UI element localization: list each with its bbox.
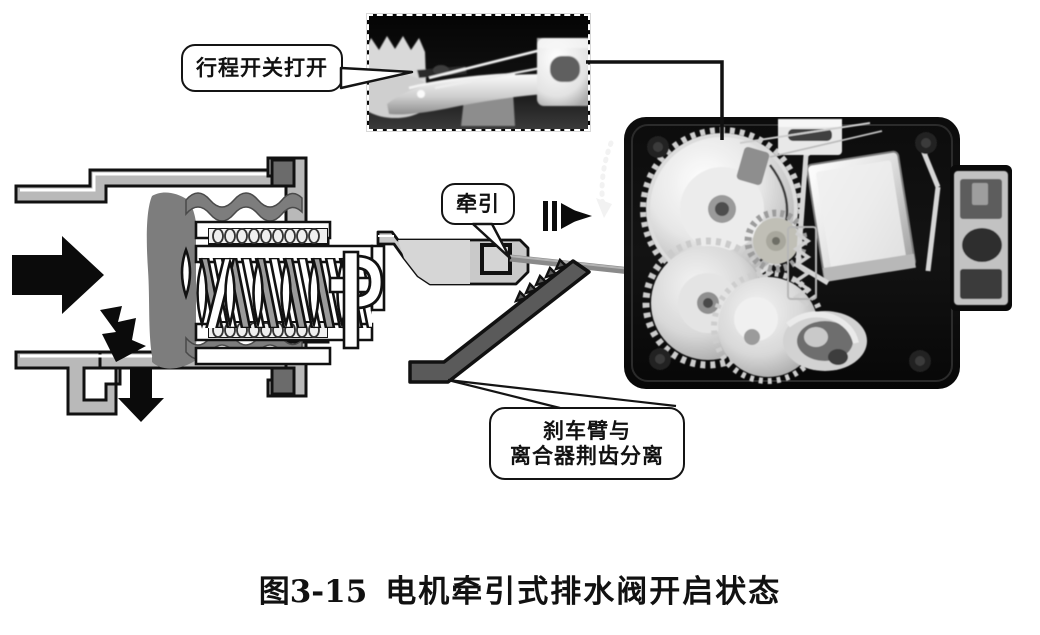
inlet-flow-arrow [12,236,104,314]
terminal-block [954,171,1008,305]
callout-limit-switch[interactable]: 行程开关打开 [181,44,343,92]
gear-rotation-arrow [596,140,614,218]
limit-switch-detail-photo [366,13,591,132]
main-coil-spring [180,246,372,329]
callout-traction-label: 牵引 [456,191,500,216]
bellows-top [185,192,303,222]
callout-brake-arm[interactable]: 刹车臂与 离合器荆齿分离 [489,407,685,480]
hook-link [342,250,384,350]
callout-brake-arm-label-line2: 离合器荆齿分离 [510,443,664,468]
upper-bead-spring [208,228,328,245]
figure-caption-number: 图3-15 [258,574,368,610]
callout-limit-switch-label: 行程开关打开 [196,55,328,80]
limit-switch [778,119,842,155]
return-spring [787,226,817,307]
figure-caption: 图3-15 电机牵引式排水阀开启状态 [0,566,1040,611]
drain-motor-assembly-photo [620,113,1020,393]
traction-motion-arrow [543,201,592,231]
chamber-flow-arrow [100,306,146,362]
synchronous-motor [806,150,916,283]
figure-caption-text: 电机牵引式排水阀开启状态 [385,574,782,610]
outlet-flow-arrow [118,368,164,422]
brake-arm [408,257,591,384]
callout-traction[interactable]: 牵引 [441,183,515,225]
callout-brake-arm-label-line1: 刹车臂与 [543,418,631,443]
pull-block[interactable] [480,243,512,275]
cam-clutch [783,311,867,371]
diaphragm [146,192,197,369]
